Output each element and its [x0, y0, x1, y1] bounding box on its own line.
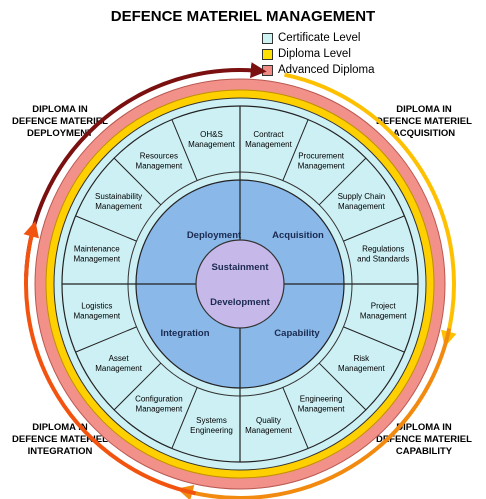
sector-divider — [318, 157, 367, 206]
diagram-title: DEFENCE MATERIEL MANAGEMENT — [110, 8, 376, 25]
sector-divider — [75, 326, 137, 353]
quadrant-label-integration: Integration — [160, 328, 209, 339]
sector-divider — [282, 119, 309, 181]
legend-label-advanced: Advanced Diploma — [278, 64, 375, 76]
sector-divider — [171, 119, 198, 181]
legend: Certificate Level Diploma Level Advanced… — [262, 30, 375, 78]
legend-label-certificate: Certificate Level — [278, 32, 361, 44]
sector-divider — [343, 215, 405, 242]
core-label-sustainment: Sustainment — [211, 262, 269, 273]
legend-item-diploma: Diploma Level — [262, 46, 375, 62]
quadrant-label-acquisition: Acquisition — [272, 230, 324, 241]
quadrant-label-deployment: Deployment — [187, 230, 242, 241]
sector-divider — [113, 362, 162, 411]
core-label-development: Development — [210, 297, 270, 308]
core-circle — [195, 239, 285, 329]
arrow-acquisition — [284, 72, 457, 348]
arrow-integration — [23, 220, 196, 496]
sector-divider — [75, 215, 137, 242]
sector-divider — [343, 326, 405, 353]
legend-label-diploma: Diploma Level — [278, 48, 351, 60]
sector-divider — [171, 387, 198, 449]
quadrant-label-capability: Capability — [274, 328, 320, 339]
sector-divider — [318, 362, 367, 411]
legend-swatch-diploma — [262, 48, 273, 60]
sector-divider — [113, 157, 162, 206]
sector-divider — [282, 387, 309, 449]
legend-item-certificate: Certificate Level — [262, 30, 375, 46]
arrow-capability — [176, 328, 452, 499]
legend-swatch-certificate — [262, 32, 273, 44]
